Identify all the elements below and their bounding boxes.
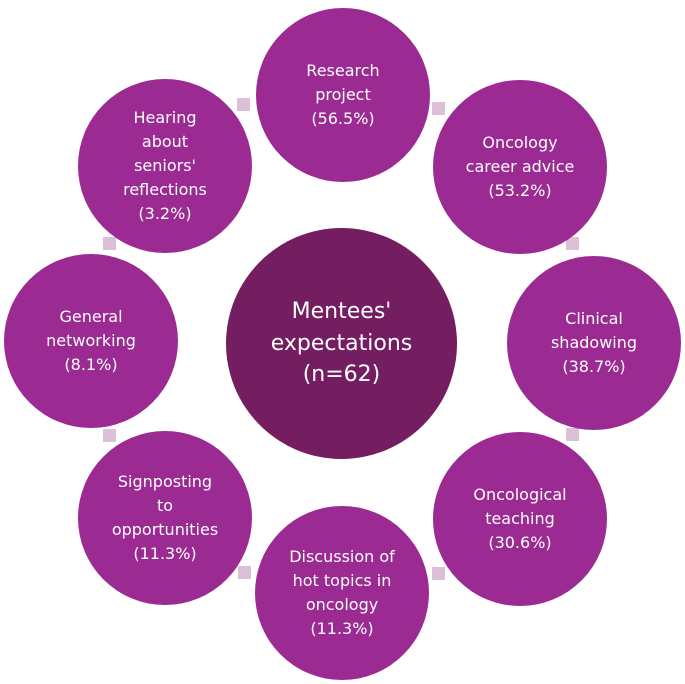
connector bbox=[432, 102, 445, 115]
node-label: Clinical shadowing (38.7%) bbox=[550, 309, 638, 376]
connector bbox=[566, 428, 579, 441]
center-label: Mentees' expectations (n=62) bbox=[270, 298, 413, 388]
connector bbox=[432, 567, 445, 580]
node-discussion-hot-topics: Discussion of hot topics in oncology (11… bbox=[255, 506, 429, 680]
node-clinical-shadowing: Clinical shadowing (38.7%) bbox=[507, 256, 681, 430]
node-signposting-opportunities: Signposting to opportunities (11.3%) bbox=[78, 431, 252, 605]
node-oncological-teaching: Oncological teaching (30.6%) bbox=[433, 432, 607, 606]
node-label: General networking (8.1%) bbox=[46, 307, 136, 374]
node-general-networking: General networking (8.1%) bbox=[4, 254, 178, 428]
node-seniors-reflections: Hearing about seniors' reflections (3.2%… bbox=[78, 79, 252, 253]
center-node: Mentees' expectations (n=62) bbox=[226, 228, 457, 459]
node-research-project: Research project (56.5%) bbox=[256, 8, 430, 182]
connector bbox=[103, 429, 116, 442]
node-label: Research project (56.5%) bbox=[306, 61, 380, 128]
node-label: Oncological teaching (30.6%) bbox=[473, 485, 567, 552]
connector bbox=[237, 98, 250, 111]
connector bbox=[238, 566, 251, 579]
connector bbox=[566, 237, 579, 250]
node-label: Hearing about seniors' reflections (3.2%… bbox=[123, 108, 207, 223]
connector bbox=[103, 237, 116, 250]
node-label: Signposting to opportunities (11.3%) bbox=[111, 472, 219, 563]
node-label: Discussion of hot topics in oncology (11… bbox=[289, 547, 395, 638]
node-label: Oncology career advice (53.2%) bbox=[465, 133, 575, 200]
node-oncology-career-advice: Oncology career advice (53.2%) bbox=[433, 80, 607, 254]
